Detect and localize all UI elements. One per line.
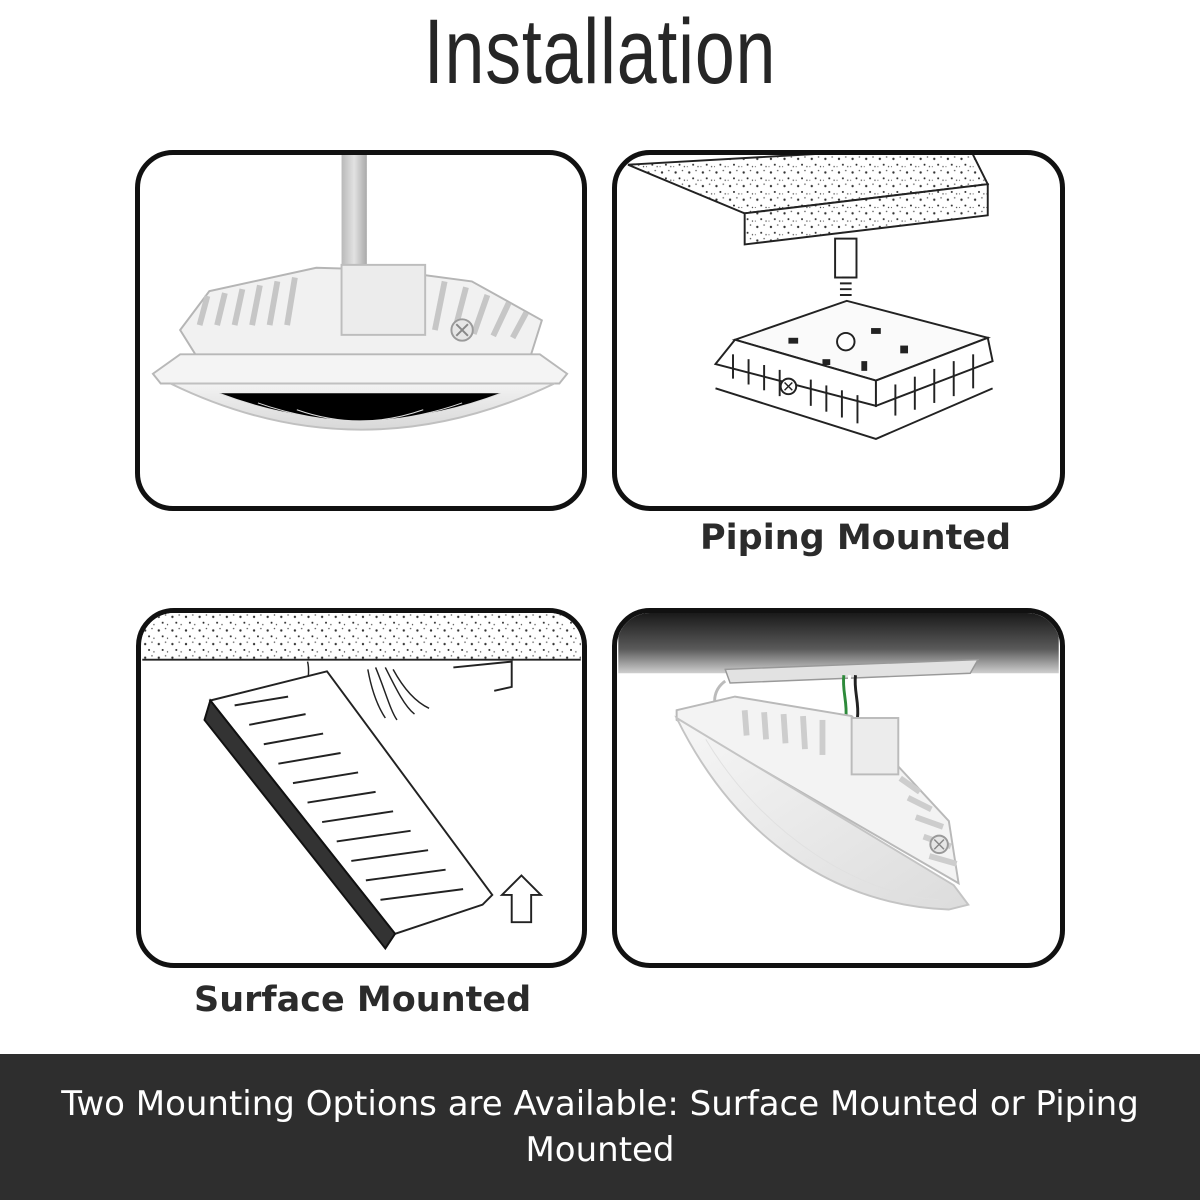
pole-mount-image bbox=[135, 150, 587, 511]
ceiling-mount-image bbox=[612, 608, 1065, 968]
canopy-light-icon bbox=[151, 155, 569, 431]
pipe-icon bbox=[834, 237, 858, 279]
page-title: Installation bbox=[423, 1, 777, 103]
piping-mounted-caption: Piping Mounted bbox=[700, 518, 1012, 558]
footer-banner: Two Mounting Options are Available: Surf… bbox=[0, 1054, 1200, 1200]
surface-mounted-caption: Surface Mounted bbox=[194, 980, 532, 1020]
up-arrow-icon bbox=[499, 874, 544, 924]
ceiling-slab-icon bbox=[627, 155, 994, 440]
footer-text: Two Mounting Options are Available: Surf… bbox=[61, 1084, 1139, 1170]
surface-mount-image bbox=[136, 608, 587, 968]
piping-mount-image bbox=[612, 150, 1065, 511]
